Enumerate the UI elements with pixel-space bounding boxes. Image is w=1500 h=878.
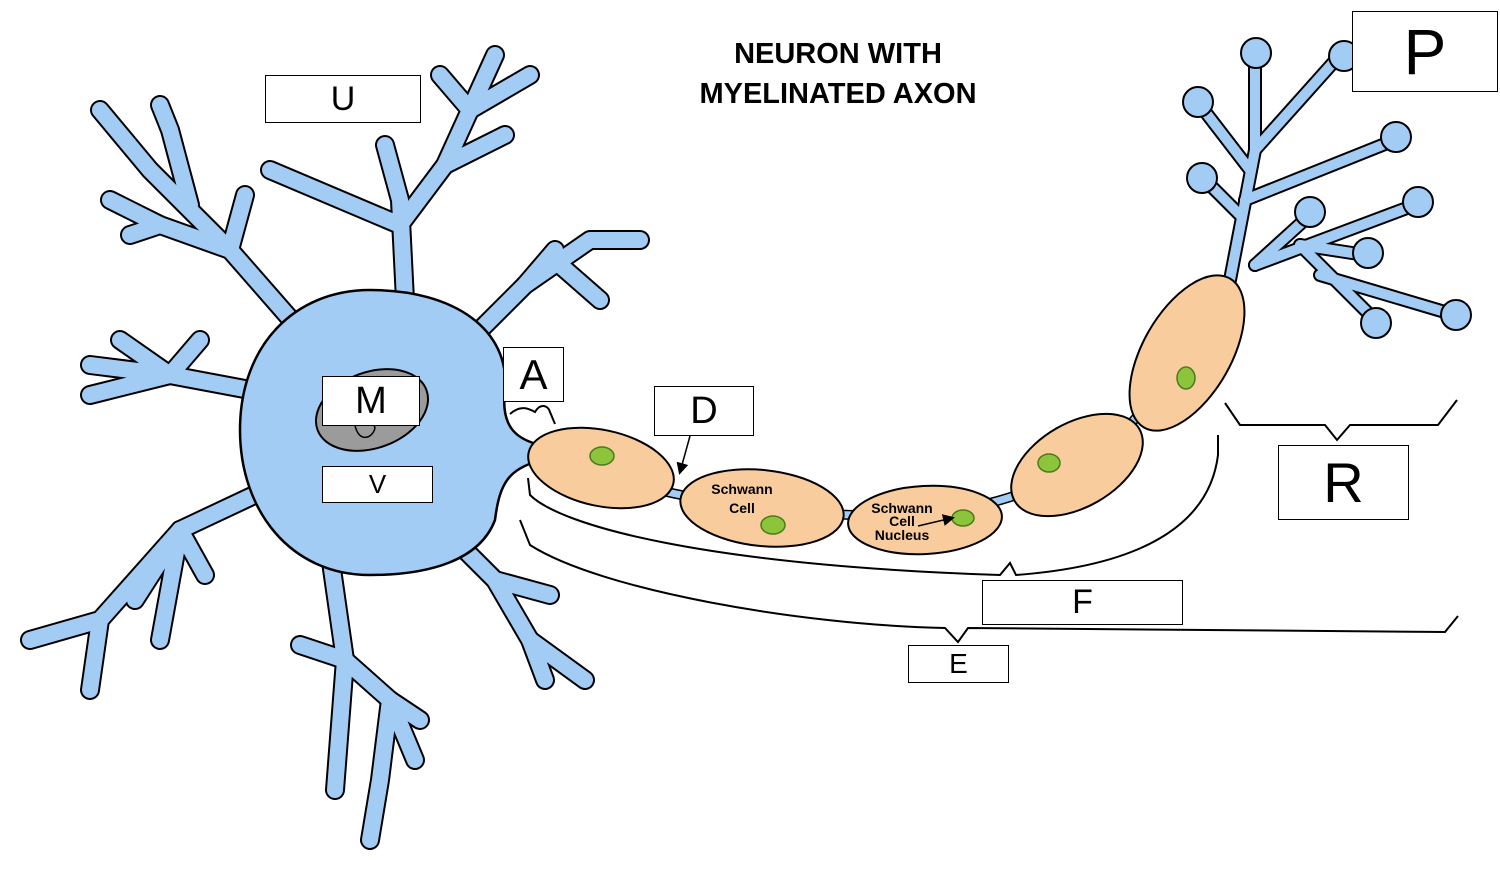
schwann-cell-4 xyxy=(1010,412,1144,518)
schwann-cell-text-line1: Schwann xyxy=(711,481,772,497)
synaptic-knobs xyxy=(1182,37,1472,339)
schwann-nucleus-text-line1: Schwann xyxy=(871,500,932,516)
bracket-e xyxy=(519,519,1459,644)
label-p: P xyxy=(1403,15,1447,88)
label-box-v[interactable]: V xyxy=(322,466,433,503)
label-e: E xyxy=(949,648,968,679)
label-d: D xyxy=(690,389,718,432)
label-box-f[interactable]: F xyxy=(982,580,1183,625)
bracket-f xyxy=(527,435,1219,577)
label-box-e[interactable]: E xyxy=(908,645,1009,683)
label-m: M xyxy=(355,379,387,422)
label-f: F xyxy=(1072,583,1093,621)
schwann-cell-2 xyxy=(679,468,845,548)
schwann-nucleus-text-line3: Nucleus xyxy=(875,527,930,543)
label-a: A xyxy=(519,350,548,398)
label-r: R xyxy=(1323,451,1364,514)
schwann-cell-3 xyxy=(847,484,1003,556)
diagram-title-line2: MYELINATED AXON xyxy=(699,78,976,110)
diagram-title-line1: NEURON WITH xyxy=(734,38,942,70)
label-v: V xyxy=(368,469,387,499)
schwann-cell-5 xyxy=(1128,274,1246,432)
node-of-ranvier-arrow xyxy=(676,435,691,475)
schwann-nuclei xyxy=(589,366,1196,535)
myelin-sheaths xyxy=(527,274,1246,556)
label-box-d[interactable]: D xyxy=(654,386,754,436)
label-box-r[interactable]: R xyxy=(1278,445,1409,520)
label-box-p[interactable]: P xyxy=(1352,11,1498,92)
label-box-u[interactable]: U xyxy=(265,75,421,123)
schwann-cell-text-line2: Cell xyxy=(729,500,755,516)
label-box-m[interactable]: M xyxy=(322,376,420,426)
label-box-a[interactable]: A xyxy=(503,347,564,402)
bracket-r xyxy=(1224,399,1458,442)
schwann-nucleus-arrow xyxy=(917,514,955,527)
label-u: U xyxy=(330,79,356,118)
schwann-cell-1 xyxy=(527,426,675,510)
schwann-nucleus-text-line2: Cell xyxy=(889,513,915,529)
axon-hillock-squiggle xyxy=(509,405,556,425)
